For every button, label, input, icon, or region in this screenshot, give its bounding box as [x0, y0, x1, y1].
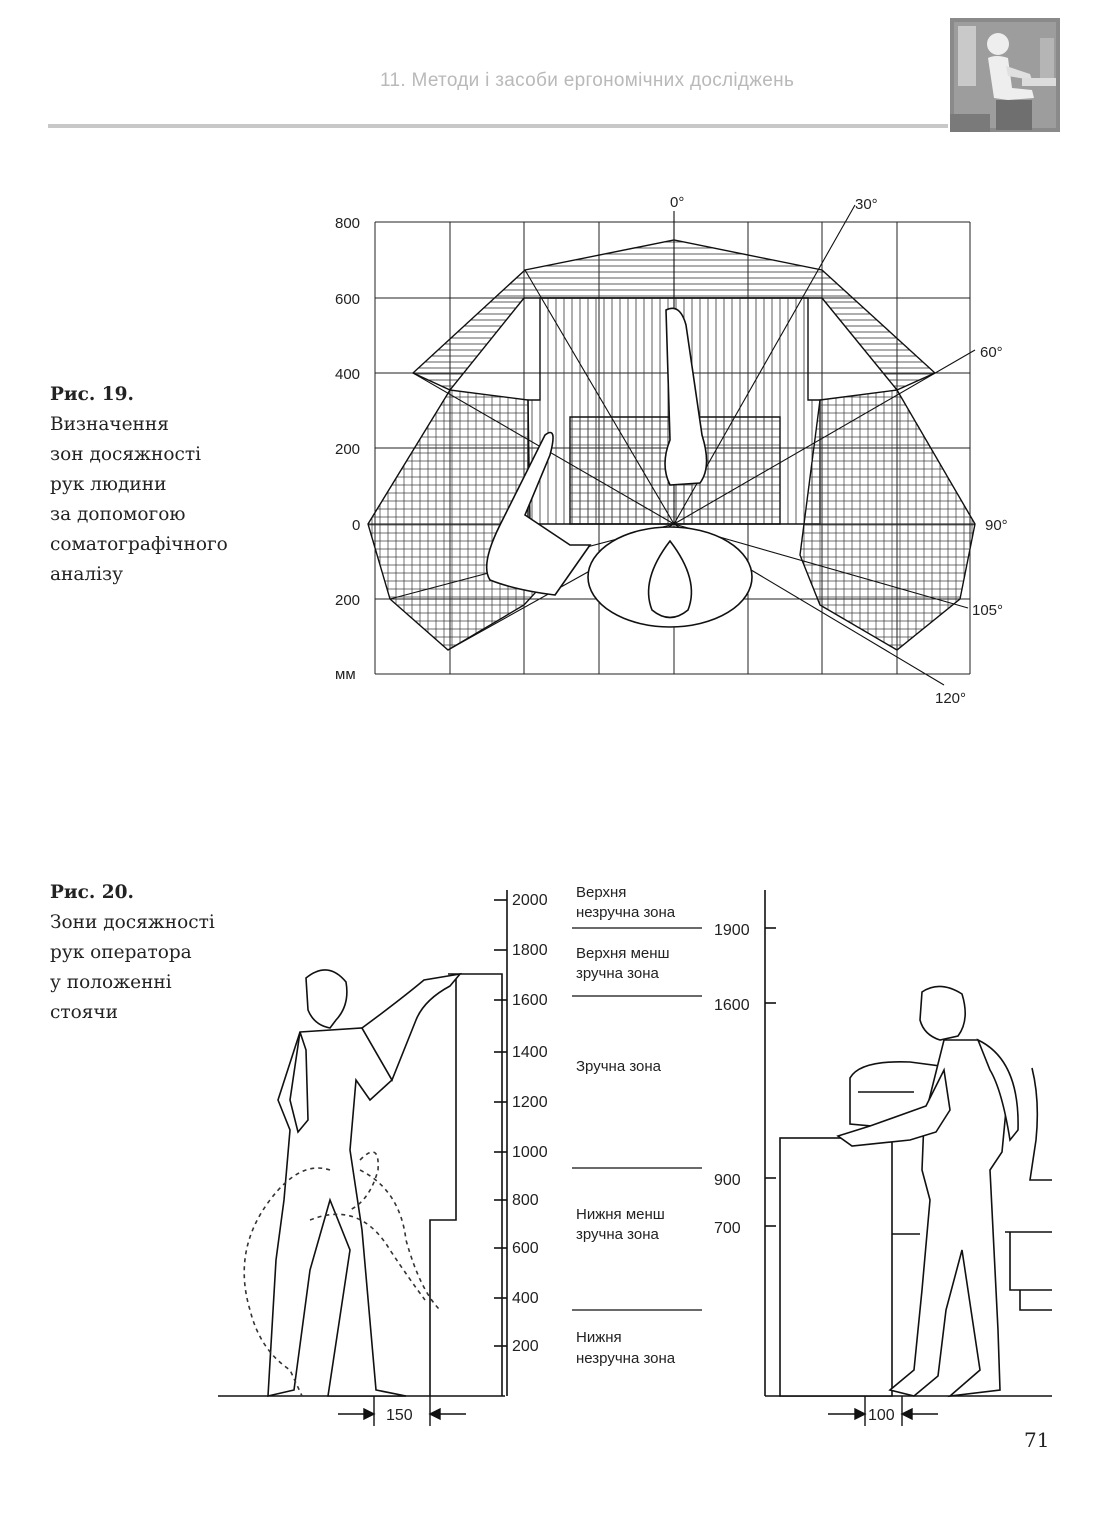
angle-label: 60°: [980, 344, 1003, 361]
page-number: 71: [1024, 1428, 1050, 1452]
figure-20-caption-line: стоячи: [50, 1002, 118, 1023]
zone-label: зручна зона: [576, 965, 659, 982]
figure-19-caption-line: зон досяжності: [50, 444, 201, 465]
height-mark: 900: [714, 1172, 741, 1189]
header-rule: [48, 124, 948, 128]
zone-label: Нижня менш: [576, 1206, 665, 1223]
crouch-outline-dashed: [243, 1151, 441, 1397]
dimension-150: [338, 1396, 466, 1426]
figure-20-caption-line: рук оператора: [50, 942, 192, 963]
figure-19-caption-line: аналізу: [50, 564, 124, 585]
zone-label: Зручна зона: [576, 1058, 662, 1075]
right-height-labels: 1900 1600 900 700: [714, 922, 750, 1237]
header-thumbnail-image: [950, 18, 1060, 132]
height-tick: 1400: [512, 1044, 548, 1061]
dimension-150-label: 150: [386, 1407, 413, 1424]
angle-label: 0°: [670, 194, 684, 211]
height-scale-labels: 2000 1800 1600 1400 1200 1000 800 600 40…: [512, 892, 548, 1355]
y-tick-label: 200: [335, 441, 360, 458]
height-tick: 1200: [512, 1094, 548, 1111]
y-axis-labels: 800 600 400 200 0 200 мм: [335, 215, 360, 683]
height-mark: 1900: [714, 922, 750, 939]
figure-19-caption-line: Визначення: [50, 414, 169, 435]
zone-divider-lines: [572, 927, 702, 1311]
height-tick: 800: [512, 1192, 539, 1209]
y-tick-label: 800: [335, 215, 360, 232]
height-tick: 2000: [512, 892, 548, 909]
figure-19-caption-line: за допомогою: [50, 504, 186, 525]
angle-labels: 0° 30° 60° 90° 105° 120°: [670, 194, 1008, 707]
zone-label: зручна зона: [576, 1226, 659, 1243]
height-tick: 1600: [512, 992, 548, 1009]
height-mark: 700: [714, 1220, 741, 1237]
y-tick-label: 400: [335, 366, 360, 383]
left-workstation: [429, 973, 503, 1396]
left-operator-figure: [267, 969, 462, 1398]
unit-label: мм: [335, 666, 356, 683]
angle-label: 30°: [855, 196, 878, 213]
height-tick: 1000: [512, 1144, 548, 1161]
y-tick-label: 200: [335, 592, 360, 609]
angle-label: 105°: [972, 602, 1003, 619]
zone-label: Нижня: [576, 1329, 622, 1346]
height-tick: 1800: [512, 942, 548, 959]
zone-label: незручна зона: [576, 1350, 676, 1367]
zone-labels: Верхня незручна зона Верхня менш зручна …: [576, 884, 676, 1367]
height-tick: 400: [512, 1290, 539, 1307]
figure-20-number: Рис. 20.: [50, 882, 134, 903]
angle-label: 90°: [985, 517, 1008, 534]
dimension-100: [828, 1396, 938, 1426]
angle-label: 120°: [935, 690, 966, 707]
figure-19-number: Рис. 19.: [50, 384, 134, 405]
right-workstation: [779, 1061, 1052, 1397]
y-tick-label: 0: [352, 517, 360, 534]
figure-20-caption: Рис. 20. Зони досяжності рук оператора у…: [50, 878, 215, 1028]
height-tick: 200: [512, 1338, 539, 1355]
zone-label: незручна зона: [576, 904, 676, 921]
figure-19-caption: Рис. 19. Визначення зон досяжності рук л…: [50, 380, 228, 590]
zone-label: Верхня: [576, 884, 626, 901]
figure-20-caption-line: у положенні: [50, 972, 172, 993]
dimension-100-label: 100: [868, 1407, 895, 1424]
operator-figure-top-view: [485, 307, 753, 628]
zone-label: Верхня менш: [576, 945, 670, 962]
height-tick: 600: [512, 1240, 539, 1257]
right-height-scale: [764, 890, 776, 1396]
right-operator-figure: [836, 985, 1019, 1398]
y-tick-label: 600: [335, 291, 360, 308]
figure-19-reach-zone-diagram: 800 600 400 200 0 200 мм 0° 30° 60° 90° …: [335, 194, 1008, 707]
height-scale: [494, 890, 508, 1396]
figure-20-standing-reach-diagram: 2000 1800 1600 1400 1200 1000 800 600 40…: [218, 884, 1052, 1426]
figure-19-caption-line: соматографічного: [50, 534, 228, 555]
running-header-title: 11. Методи і засоби ергономічних дослідж…: [380, 70, 795, 91]
height-mark: 1600: [714, 997, 750, 1014]
figure-19-caption-line: рук людини: [50, 474, 167, 495]
figure-20-caption-line: Зони досяжності: [50, 912, 215, 933]
